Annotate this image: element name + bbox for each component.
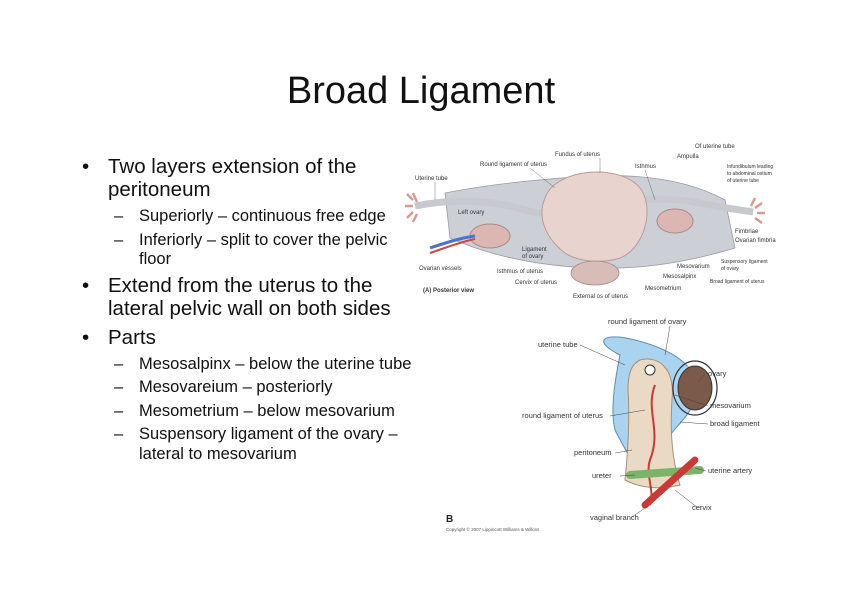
ovary-shape [677, 365, 713, 411]
ureter [626, 466, 704, 479]
dash-symbol: – [114, 378, 124, 396]
label-ovary: ovary [708, 369, 727, 378]
sub-bullet-item: – Suspensory ligament of the ovary – lat… [74, 425, 414, 464]
svg-text:of ovary: of ovary [522, 254, 543, 260]
dash-symbol: – [114, 425, 124, 443]
broad-ligament-schematic: round ligament of ovary uterine tube ova… [446, 317, 761, 532]
sub-bullet-text: Superiorly – continuous free edge [139, 207, 386, 225]
sub-bullet-list: – Mesosalpinx – below the uterine tube –… [74, 355, 414, 465]
sub-bullet-item: – Mesometrium – below mesovarium [74, 402, 414, 422]
label-mesovarium: Mesovarium [677, 264, 710, 270]
label-infundibulum: Infundibulum leading [727, 164, 773, 170]
sub-bullet-item: – Superiorly – continuous free edge [74, 207, 414, 227]
label-isthmus-of-uterus: Isthmus of uterus [497, 269, 543, 275]
slide-title: Broad Ligament [286, 70, 556, 112]
uterus-body [541, 171, 648, 262]
label-mesometrium: Mesometrium [645, 286, 681, 292]
uterine-artery [647, 384, 656, 506]
label-left-ovary: Left ovary [458, 210, 484, 216]
bullet-symbol: • [82, 325, 90, 349]
label-round-ligament-ovary: round ligament of ovary [608, 317, 687, 326]
cervix-shape [570, 260, 620, 286]
label-ovarian-vessels: Ovarian vessels [419, 266, 462, 272]
sub-bullet-text: Mesovareium – posteriorly [139, 378, 333, 396]
label-mesosalpinx: Mesosalpinx [663, 274, 696, 280]
sub-bullet-text: Inferiorly – split to cover the pelvic f… [139, 230, 388, 269]
svg-text:to abdominal ostium: to abdominal ostium [727, 171, 772, 177]
label-posterior-view: (A) Posterior view [423, 288, 474, 294]
sub-bullet-text: Suspensory ligament of the ovary – later… [139, 425, 398, 463]
label-cervix-b: cervix [692, 503, 712, 512]
label-peritoneum: peritoneum [574, 448, 612, 457]
dash-symbol: – [114, 207, 124, 225]
label-fimbriae: Fimbriae [735, 229, 759, 235]
sub-bullet-text: Mesosalpinx – below the uterine tube [139, 354, 412, 373]
bullet-item: • Parts [74, 326, 414, 349]
label-ureter: ureter [592, 471, 612, 480]
fimbriae-right [749, 197, 765, 225]
bullet-text: Parts [108, 325, 156, 349]
label-vaginal-branch: vaginal branch [590, 513, 639, 522]
left-ovary [469, 223, 511, 249]
label-isthmus: Isthmus [635, 164, 656, 170]
label-copyright: Copyright © 2007 Lippincott Williams & W… [446, 526, 540, 532]
label-ovarian-fimbria: Ovarian fimbria [735, 238, 776, 244]
sub-bullet-list: – Superiorly – continuous free edge – In… [74, 207, 414, 270]
label-uterine-artery: uterine artery [708, 466, 752, 475]
label-ligament-of-ovary: Ligament [522, 247, 547, 253]
artery-crossing [641, 456, 699, 509]
dash-symbol: – [114, 354, 124, 373]
sub-bullet-text: Mesometrium – below mesovarium [139, 401, 395, 420]
svg-text:of ovary: of ovary [721, 266, 739, 272]
label-panel-b: B [446, 514, 453, 525]
label-broad-ligament: Broad ligament of uterus [710, 279, 765, 285]
sub-bullet-item: – Mesovareium – posteriorly [74, 378, 414, 398]
posterior-view-illustration: Of uterine tube Fundus of uterus Round l… [405, 144, 776, 300]
bullet-text: Two layers extension of the peritoneum [108, 155, 357, 201]
label-round-ligament-uterus: round ligament of uterus [522, 411, 603, 420]
label-uterine-tube-b: uterine tube [538, 340, 578, 349]
dash-symbol: – [114, 401, 124, 420]
dash-symbol: – [114, 230, 124, 249]
label-suspensory: Suspensory ligament [721, 259, 768, 265]
label-round-ligament: Round ligament of uterus [480, 162, 547, 168]
bullet-item: • Extend from the uterus to the lateral … [74, 274, 414, 320]
bullet-symbol: • [82, 155, 90, 178]
label-broad-ligament-b: broad ligament [710, 419, 761, 428]
sub-bullet-item: – Mesosalpinx – below the uterine tube [74, 355, 414, 375]
label-of-uterine-tube: Of uterine tube [695, 144, 735, 150]
label-uterine-tube: Uterine tube [415, 176, 448, 182]
label-ampulla: Ampulla [677, 154, 699, 160]
sub-bullet-item: – Inferiorly – split to cover the pelvic… [74, 231, 414, 270]
bullet-text: Extend from the uterus to the lateral pe… [108, 273, 391, 320]
bullet-symbol: • [82, 273, 90, 297]
bullet-list: • Two layers extension of the peritoneum… [74, 155, 414, 468]
label-cervix: Cervix of uterus [515, 280, 557, 286]
right-ovary [656, 208, 694, 234]
label-external-os: External os of uterus [573, 294, 628, 300]
svg-text:of uterine tube: of uterine tube [727, 178, 759, 184]
fimbriae-left [405, 192, 419, 223]
bullet-item: • Two layers extension of the peritoneum [74, 155, 414, 201]
label-fundus: Fundus of uterus [555, 152, 600, 158]
uterus-shape [624, 358, 681, 489]
ovarian-vessels [429, 234, 476, 250]
label-mesovarium-b: mesovarium [710, 401, 751, 410]
